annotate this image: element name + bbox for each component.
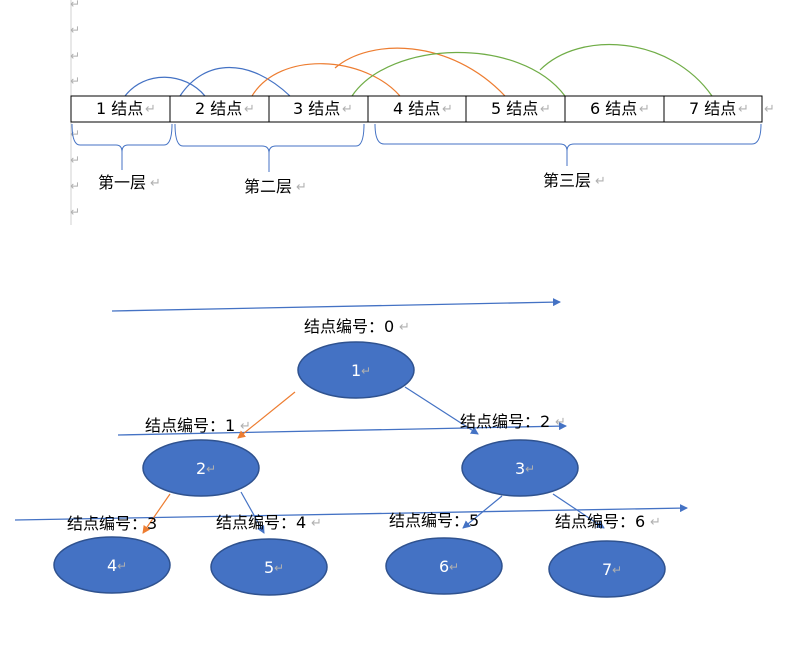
paragraph-mark: ↵ — [274, 561, 284, 575]
arc-2-to-5 — [334, 47, 506, 97]
paragraph-mark: ↵ — [70, 205, 80, 219]
paragraph-mark: ↵ — [240, 419, 251, 434]
paragraph-mark: ↵ — [650, 515, 661, 530]
paragraph-mark: ↵ — [525, 462, 535, 476]
layer-label-2: 第二层 — [244, 177, 292, 196]
paragraph-mark: ↵ — [555, 415, 566, 430]
paragraph-mark: ↵ — [342, 102, 353, 117]
arc-1-to-3 — [179, 67, 291, 97]
tree-node-1: 1 ↵ — [297, 341, 415, 399]
node-caption-4: 结点编号：4 — [216, 513, 306, 532]
array-arcs — [124, 43, 713, 97]
brace-layer-1 — [71, 123, 173, 170]
node-label: 4 — [107, 556, 117, 575]
array-cell-4: 4 结点 — [393, 99, 440, 118]
layer-braces — [71, 123, 762, 172]
tree-node-6: 6 ↵ — [385, 537, 503, 595]
paragraph-mark: ↵ — [399, 320, 410, 335]
paragraph-mark: ↵ — [361, 364, 371, 378]
node-label: 2 — [196, 459, 206, 478]
array-frame — [70, 95, 763, 123]
paragraph-mark: ↵ — [70, 23, 80, 37]
edge-2-5 — [240, 491, 265, 534]
tree-node-4: 4 ↵ — [53, 536, 171, 594]
node-label: 5 — [264, 558, 274, 577]
array-cell-7: 7 结点 — [689, 99, 736, 118]
arc-1-to-2 — [124, 76, 206, 97]
paragraph-mark: ↵ — [150, 176, 161, 191]
node-caption-2: 结点编号：2 — [460, 412, 550, 431]
array-cell-1: 1 结点 — [96, 99, 143, 118]
arc-2-to-4 — [251, 63, 401, 97]
node-ellipse — [210, 538, 328, 596]
paragraph-mark: ↵ — [296, 180, 307, 195]
paragraph-mark: ↵ — [449, 560, 459, 574]
edge-2-4 — [142, 493, 171, 534]
edge-1-3 — [404, 386, 479, 435]
node-label: 1 — [351, 361, 361, 380]
paragraph-mark: ↵ — [738, 102, 749, 117]
level-guide-0 — [111, 298, 561, 312]
node-ellipse — [297, 341, 415, 399]
paragraph-mark: ↵ — [70, 0, 80, 11]
paragraph-mark: ↵ — [70, 49, 80, 63]
paragraph-mark: ↵ — [442, 102, 453, 117]
node-caption-1: 结点编号：1 — [145, 416, 235, 435]
paragraph-mark: ↵ — [145, 102, 156, 117]
level-guide-2 — [14, 504, 688, 521]
tree-node-2: 2 ↵ — [142, 439, 260, 497]
node-label: 3 — [515, 459, 525, 478]
node-label: 6 — [439, 557, 449, 576]
paragraph-mark: ↵ — [244, 102, 255, 117]
paragraph-mark: ↵ — [70, 127, 80, 141]
paragraph-mark: ↵ — [612, 563, 622, 577]
tree-node-7: 7 ↵ — [548, 540, 666, 598]
paragraph-mark: ↵ — [70, 74, 80, 88]
tree-nodes: 1 ↵ 2 ↵ 3 ↵ 4 ↵ 5 ↵ 6 ↵ 7 — [53, 341, 666, 598]
node-array: 1 结点 2 结点 3 结点 4 结点 5 结点 6 结点 7 结点 ↵ ↵ ↵… — [70, 95, 775, 123]
array-cell-6: 6 结点 — [590, 99, 637, 118]
node-ellipse — [385, 537, 503, 595]
level-guides — [14, 298, 688, 521]
array-cell-2: 2 结点 — [195, 99, 242, 118]
edge-1-2 — [237, 391, 296, 439]
array-cell-5: 5 结点 — [491, 99, 538, 118]
paragraph-mark: ↵ — [764, 102, 775, 117]
paragraph-mark: ↵ — [117, 559, 127, 573]
level-guide-1 — [117, 422, 567, 436]
paragraph-mark: ↵ — [70, 179, 80, 193]
node-caption-6: 结点编号：6 — [555, 512, 645, 531]
node-ellipse — [548, 540, 666, 598]
node-captions: 结点编号：0 ↵ 结点编号：1 ↵ 结点编号：2 ↵ 结点编号：3 结点编号：4… — [67, 317, 661, 533]
paragraph-mark: ↵ — [639, 102, 650, 117]
layer-label-1: 第一层 — [98, 173, 146, 192]
edge-3-7 — [552, 493, 605, 529]
paragraph-mark: ↵ — [595, 174, 606, 189]
node-ellipse — [461, 439, 579, 497]
node-ellipse — [53, 536, 171, 594]
paragraph-mark: ↵ — [70, 153, 80, 167]
tree-node-3: 3 ↵ — [461, 439, 579, 497]
layer-label-3: 第三层 — [543, 171, 591, 190]
node-ellipse — [142, 439, 260, 497]
edge-3-6 — [462, 495, 503, 529]
paragraph-mark: ↵ — [540, 102, 551, 117]
tree-node-5: 5 ↵ — [210, 538, 328, 596]
arc-3-to-7 — [539, 43, 713, 97]
node-caption-5: 结点编号：5 — [389, 511, 479, 530]
node-caption-0: 结点编号：0 — [304, 317, 394, 336]
tree-edges — [142, 386, 605, 534]
arc-3-to-6 — [351, 51, 566, 97]
paragraph-mark: ↵ — [206, 462, 216, 476]
array-cell-3: 3 结点 — [293, 99, 340, 118]
brace-layer-3 — [374, 123, 762, 166]
brace-layer-2 — [174, 123, 365, 172]
node-caption-3: 结点编号：3 — [67, 514, 157, 533]
paragraph-mark: ↵ — [311, 516, 322, 531]
node-label: 7 — [602, 560, 612, 579]
